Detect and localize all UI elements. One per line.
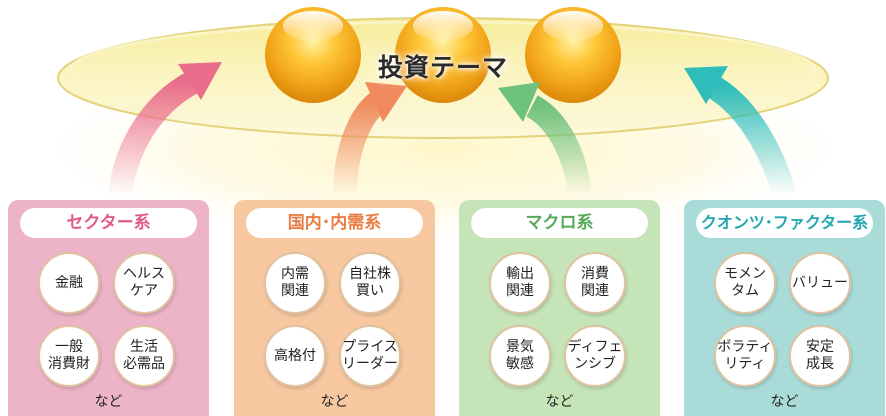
category-title: マクロ系 [471,208,648,238]
category-panel-macro: マクロ系 輸出 関連 消費 関連 景気 敏感 ディフェ ンシブ など [459,200,660,416]
theme-item: バリュー [789,252,851,314]
more-label: など [94,394,123,410]
theme-item: 安定 成長 [789,325,851,387]
more-label: など [770,394,799,410]
arrow-macro [498,82,592,197]
theme-item: 生活 必需品 [113,325,175,387]
theme-item: モメン タム [714,252,776,314]
theme-item: 景気 敏感 [489,325,551,387]
category-title: 国内･内需系 [246,208,423,238]
theme-item: ディフェ ンシブ [564,325,626,387]
theme-item: 消費 関連 [564,252,626,314]
theme-sphere [395,7,491,103]
more-label: など [320,394,349,410]
category-panel-sector: セクター系 金融 ヘルス ケア 一般 消費財 生活 必需品 など [8,200,209,416]
theme-item: 金融 [38,252,100,314]
category-title: セクター系 [20,208,197,238]
theme-item: 自社株 買い [339,252,401,314]
theme-item: プライス リーダー [339,325,401,387]
arrow-sector [108,62,222,197]
theme-item: 高格付 [264,325,326,387]
theme-sphere [525,7,621,103]
arrow-domestic [333,82,407,196]
arrow-quants [684,66,797,199]
more-label: など [545,394,574,410]
theme-title: 投資テーマ [377,53,508,82]
theme-item: ヘルス ケア [113,252,175,314]
theme-item: ボラティ リティ [714,325,776,387]
category-panel-domestic: 国内･内需系 内需 関連 自社株 買い 高格付 プライス リーダー など [234,200,435,416]
category-title: クオンツ･ファクター系 [696,208,873,238]
theme-item: 一般 消費財 [38,325,100,387]
theme-item: 輸出 関連 [489,252,551,314]
theme-sphere [265,7,361,103]
category-panel-quants: クオンツ･ファクター系 モメン タム バリュー ボラティ リティ 安定 成長 な… [684,200,885,416]
theme-item: 内需 関連 [264,252,326,314]
